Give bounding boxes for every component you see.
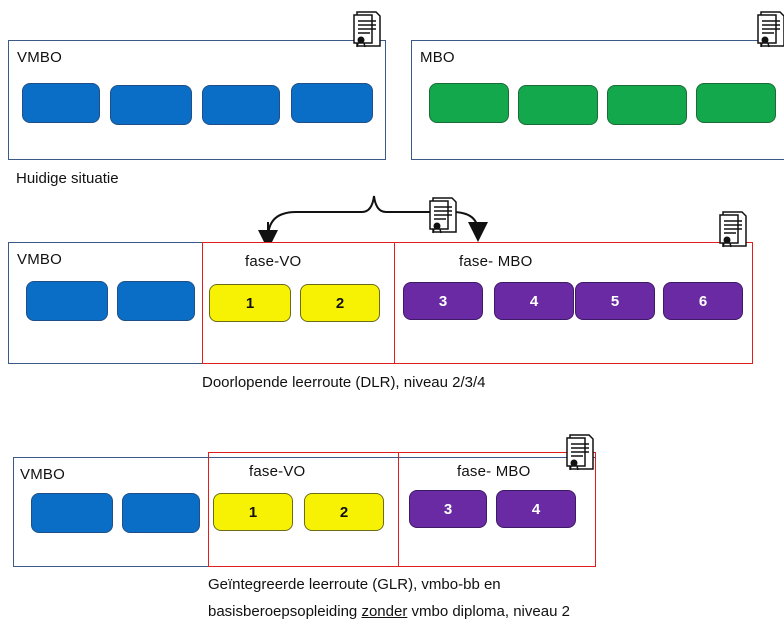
dlr-mbo-block-6: 6 <box>663 282 743 320</box>
dlr-fase-mbo-label: fase- MBO <box>459 253 533 270</box>
dlr-caption: Doorlopende leerroute (DLR), niveau 2/3/… <box>202 374 486 391</box>
vmbo-block <box>110 85 192 125</box>
dlr-mbo-block-5: 5 <box>575 282 655 320</box>
dlr-vo-block-2: 2 <box>300 284 380 322</box>
vmbo-current-label: VMBO <box>17 49 62 66</box>
vmbo-block <box>26 281 108 321</box>
glr-caption-line2-underline: zonder <box>361 603 408 620</box>
mbo-current-frame: MBO <box>411 40 784 160</box>
current-caption: Huidige situatie <box>16 170 119 187</box>
glr-fase-vo-label: fase-VO <box>249 463 306 480</box>
vmbo-current-frame: VMBO <box>8 40 386 160</box>
diploma-icon <box>566 434 594 471</box>
mbo-block <box>607 85 687 125</box>
vmbo-block <box>117 281 195 321</box>
diploma-icon <box>429 197 457 234</box>
glr-mbo-block-4: 4 <box>496 490 576 528</box>
dlr-vo-block-1: 1 <box>209 284 291 322</box>
vmbo-block <box>202 85 280 125</box>
glr-caption-line2-pre: basisberoepsopleiding <box>208 603 362 620</box>
dlr-vmbo-label: VMBO <box>17 251 62 268</box>
vmbo-block <box>31 493 113 533</box>
dlr-fase-vo-label: fase-VO <box>245 253 302 270</box>
glr-fase-mbo: fase- MBO <box>398 452 596 567</box>
mbo-block <box>696 83 776 123</box>
glr-caption-line2: basisberoepsopleiding zonder vmbo diplom… <box>208 603 570 620</box>
vmbo-block <box>291 83 373 123</box>
mbo-current-label: MBO <box>420 49 455 66</box>
glr-vo-block-1: 1 <box>213 493 293 531</box>
dlr-mbo-block-3: 3 <box>403 282 483 320</box>
dlr-fase-mbo: fase- MBO <box>394 242 753 364</box>
glr-mbo-block-3: 3 <box>409 490 487 528</box>
dlr-mbo-block-4: 4 <box>494 282 574 320</box>
vmbo-block <box>122 493 200 533</box>
mbo-block <box>518 85 598 125</box>
glr-caption-line1: Geïntegreerde leerroute (GLR), vmbo-bb e… <box>208 576 501 593</box>
glr-fase-mbo-label: fase- MBO <box>457 463 531 480</box>
glr-vmbo-label: VMBO <box>20 466 65 483</box>
glr-vo-block-2: 2 <box>304 493 384 531</box>
mbo-block <box>429 83 509 123</box>
vmbo-block <box>22 83 100 123</box>
glr-caption-line2-post: vmbo diploma, niveau 2 <box>407 603 570 620</box>
diploma-icon <box>719 211 747 248</box>
